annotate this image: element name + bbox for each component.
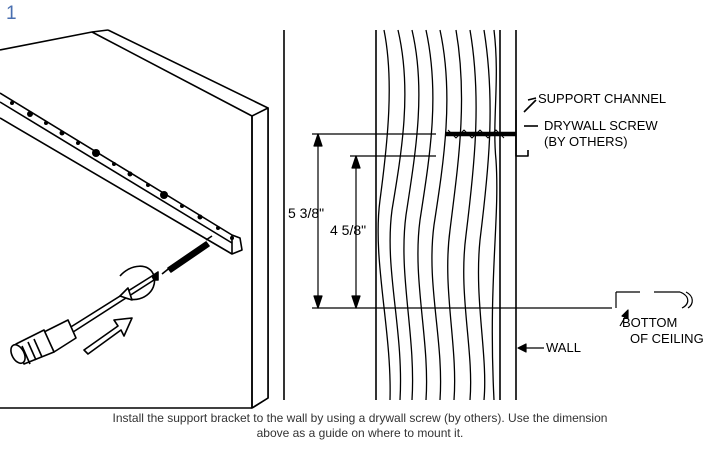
- of-ceiling-label: OF CEILING: [630, 331, 704, 346]
- wall-label: WALL: [546, 340, 581, 355]
- support-channel: [515, 97, 537, 157]
- by-others-label: (BY OTHERS): [544, 134, 628, 149]
- wall-section: [375, 30, 517, 400]
- dimension-inner: 4 5/8": [330, 222, 366, 238]
- support-channel-label: SUPPORT CHANNEL: [538, 91, 666, 106]
- screwdriver: [10, 271, 159, 365]
- bracket-holes: [10, 101, 234, 240]
- drywall-screw-label: DRYWALL SCREW: [544, 118, 658, 133]
- ceiling-leader: [619, 309, 629, 327]
- instruction-caption: Install the support bracket to the wall …: [100, 411, 620, 441]
- ceiling-line: [376, 291, 693, 309]
- rotation-arrow: [119, 265, 156, 301]
- drywall-screw: [446, 129, 516, 139]
- dimension-lines: [312, 133, 436, 309]
- wood-grain: [377, 29, 498, 401]
- caption-line-2: above as a guide on where to mount it.: [256, 426, 464, 440]
- wall-panel: [0, 29, 269, 409]
- bottom-label: BOTTOM: [622, 315, 677, 330]
- caption-line-1: Install the support bracket to the wall …: [112, 411, 608, 425]
- screw-illustration: [161, 235, 213, 275]
- dimension-outer: 5 3/8": [288, 205, 324, 221]
- wall-leader: [517, 343, 544, 353]
- support-bracket: [0, 92, 243, 255]
- step-number: 1: [6, 3, 17, 24]
- push-arrow: [83, 317, 133, 355]
